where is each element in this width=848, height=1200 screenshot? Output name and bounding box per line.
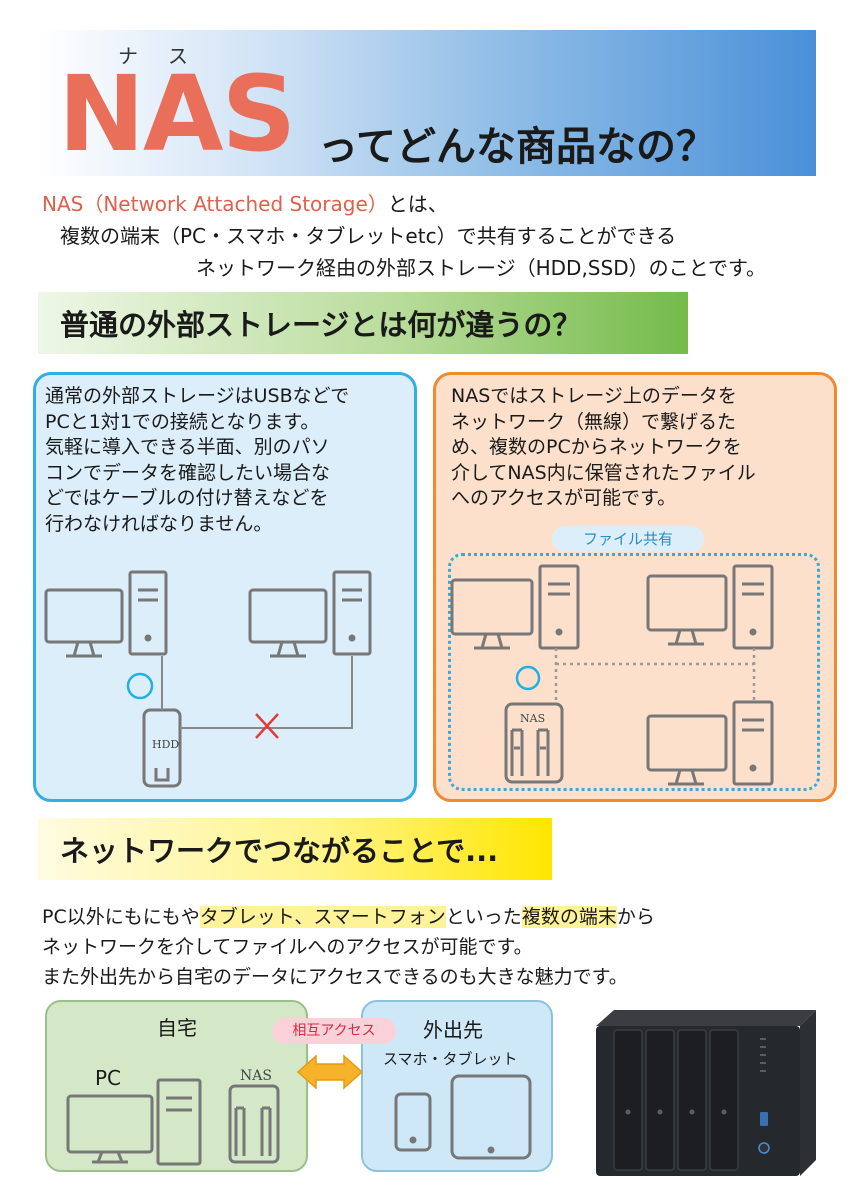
home-nas-label: NAS — [240, 1068, 272, 1084]
tablet-icon — [450, 1074, 532, 1160]
section-heading-difference-text: 普通の外部ストレージとは何が違うの？ — [60, 308, 582, 342]
usb-text-line: 通常の外部ストレージはUSBなどで — [45, 385, 350, 407]
pc-icon — [646, 700, 774, 786]
connected-circle-icon — [515, 665, 541, 691]
disconnected-cable — [180, 656, 353, 729]
pc-icon — [248, 570, 372, 658]
usb-text-line: コンでデータを確認したい場合な — [45, 461, 331, 484]
intro-line-1-rest: とは、 — [387, 192, 448, 216]
title-ruby: ナス — [118, 44, 218, 68]
home-title: 自宅 — [157, 1016, 197, 1040]
nas-panel: NASではストレージ上のデータを ネットワーク（無線）で繋げるた め、複数のPC… — [433, 372, 837, 802]
page-title-rest: ってどんな商品なの？ — [318, 124, 716, 170]
usb-text-line: 行わなければなりません。 — [45, 512, 273, 535]
body-line-2: ネットワークを介してファイルへのアクセスが可能です。 — [42, 936, 533, 958]
usb-text-line: どではケーブルの付け替えなどを — [45, 487, 329, 509]
highlight-devices: タブレット、スマートフォン — [199, 906, 446, 928]
nas-product-photo — [596, 1010, 816, 1176]
body-line-1-e: から — [616, 906, 655, 928]
usb-text-line: 気軽に導入できる半面、別のパソ — [45, 436, 330, 458]
nas-text-line: め、複数のPCからネットワークを — [451, 436, 742, 458]
hdd-label: HDD — [152, 738, 179, 751]
away-box: 外出先 スマホ・タブレット — [361, 1000, 553, 1172]
body-line-1: PC以外にもにもやタブレット、スマートフォンといった複数の端末から — [42, 902, 655, 929]
pc-icon — [646, 564, 774, 650]
page-title-nas: NAS — [58, 53, 296, 175]
section-heading-difference: 普通の外部ストレージとは何が違うの？ — [38, 292, 688, 354]
body-line-1-a: PC以外にもにもや — [42, 906, 200, 928]
usb-storage-description: 通常の外部ストレージはUSBなどで PCと1対1での接続となります。 気軽に導入… — [45, 384, 415, 537]
nas-description: NASではストレージ上のデータを ネットワーク（無線）で繋げるた め、複数のPC… — [451, 384, 831, 512]
mutual-access-label: 相互アクセス — [272, 1018, 396, 1044]
body-line-3: また外出先から自宅のデータにアクセスできるのも大きな魅力です。 — [42, 966, 628, 988]
intro-line-1: NAS（Network Attached Storage）とは、 — [42, 188, 448, 217]
nas-label: NAS — [520, 712, 545, 725]
body-line-1-c: といった — [445, 906, 522, 928]
nas-text-line: NASではストレージ上のデータを — [451, 385, 737, 407]
mobile-label: スマホ・タブレット — [383, 1050, 518, 1068]
nas-device-icon — [504, 702, 564, 784]
nas-device-icon — [228, 1084, 280, 1164]
cross-icon — [255, 713, 279, 739]
connected-circle-icon — [126, 672, 154, 700]
file-share-network-box — [448, 553, 820, 791]
nas-text-line: ネットワーク（無線）で繋げるた — [451, 410, 737, 433]
section-heading-network: ネットワークでつながることで... — [38, 818, 552, 880]
nas-text-line: へのアクセスが可能です。 — [451, 487, 677, 509]
usb-text-line: PCと1対1での接続となります。 — [45, 410, 320, 433]
nas-text-line: 介してNAS内に保管されたファイル — [451, 461, 756, 484]
usb-storage-panel: 通常の外部ストレージはUSBなどで PCと1対1での接続となります。 気軽に導入… — [33, 372, 417, 802]
pc-icon — [450, 564, 580, 650]
intro-definition: NAS（Network Attached Storage） — [42, 192, 388, 216]
home-pc-label: PC — [95, 1066, 122, 1090]
away-title: 外出先 — [423, 1018, 483, 1042]
pc-icon — [66, 1078, 202, 1166]
highlight-multiple-devices: 複数の端末 — [521, 906, 617, 928]
title-banner — [38, 30, 816, 176]
intro-line-2: 複数の端末（PC・スマホ・タブレットetc）で共有することができる — [60, 224, 677, 248]
section-heading-network-text: ネットワークでつながることで... — [60, 834, 499, 868]
intro-line-3: ネットワーク経由の外部ストレージ（HDD,SSD）のことです。 — [196, 256, 766, 280]
smartphone-icon — [394, 1092, 432, 1152]
double-arrow-icon — [296, 1054, 364, 1090]
file-share-label: ファイル共有 — [552, 526, 704, 552]
pc-icon — [44, 570, 168, 658]
